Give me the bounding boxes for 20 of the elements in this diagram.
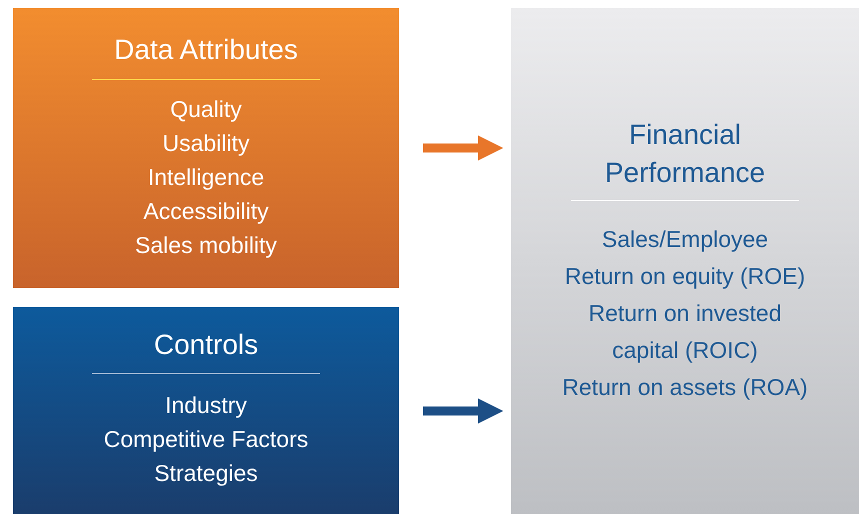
list-item: Quality (169, 95, 243, 124)
list-item: Strategies (153, 459, 259, 488)
panel-heading: Data Attributes (113, 33, 299, 67)
list-item: Usability (162, 129, 250, 158)
text-panel (13, 307, 399, 514)
list-item: Return on assets (ROA) (561, 373, 809, 402)
list-item: Industry (164, 391, 248, 420)
list-item: Sales/Employee (600, 225, 770, 254)
list-item: Intelligence (146, 163, 266, 192)
text-panel (13, 8, 399, 288)
list-item: Return on invested capital (ROIC) (587, 299, 783, 365)
list-item: Accessibility (142, 197, 270, 226)
arrow (423, 398, 504, 424)
text-panel (511, 8, 859, 514)
arrow (423, 135, 504, 161)
list-item: Return on equity (ROE) (564, 262, 806, 291)
panel-heading: Controls (152, 328, 260, 362)
panel-heading: Financial Performance (604, 118, 766, 190)
list-item: Competitive Factors (102, 425, 310, 454)
list-item: Sales mobility (134, 231, 278, 260)
